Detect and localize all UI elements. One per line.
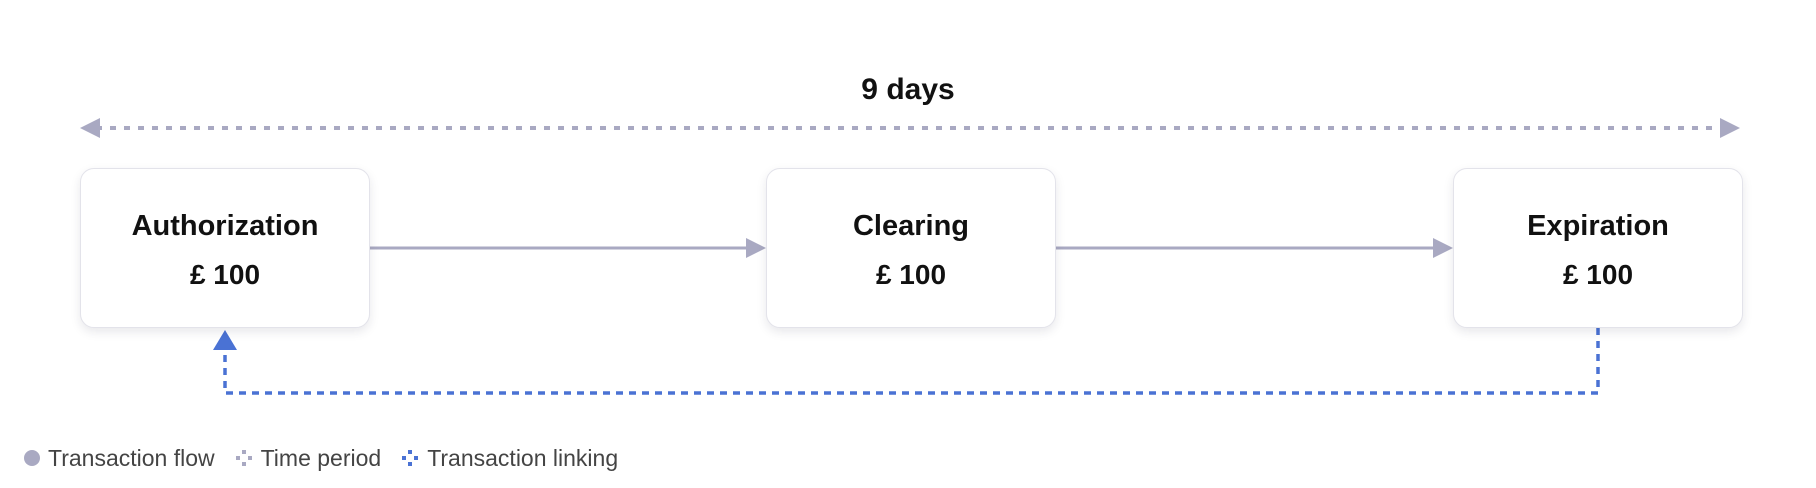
legend: Transaction flow Time period Transaction…: [24, 443, 638, 473]
authorization-title: Authorization: [131, 210, 319, 242]
authorization-node: Authorization £ 100: [80, 168, 370, 328]
dotted-cross-icon: [235, 449, 253, 467]
transaction-linking-arrowhead: [213, 330, 237, 350]
time-period-arrowhead-left: [80, 118, 100, 138]
clearing-amount: £ 100: [875, 259, 947, 290]
legend-item-transaction-linking: Transaction linking: [401, 445, 618, 472]
dotted-cross-blue-icon: [401, 449, 419, 467]
flow-arrow-2-head: [1433, 238, 1453, 258]
flow-arrow-1-head: [746, 238, 766, 258]
legend-label-time-period: Time period: [260, 444, 382, 471]
time-period-arrowhead-right: [1720, 118, 1740, 138]
legend-label-transaction-linking: Transaction linking: [427, 444, 619, 471]
clearing-title: Clearing: [852, 210, 970, 242]
legend-item-transaction-flow: Transaction flow: [24, 445, 215, 472]
legend-label-transaction-flow: Transaction flow: [48, 444, 215, 471]
transaction-linking-path: [223, 328, 1600, 395]
solid-dot-icon: [24, 450, 40, 466]
legend-item-time-period: Time period: [235, 444, 382, 472]
authorization-amount: £ 100: [189, 259, 261, 290]
time-period-label: 9 days: [861, 73, 955, 106]
expiration-amount: £ 100: [1562, 259, 1634, 290]
expiration-title: Expiration: [1527, 210, 1669, 242]
clearing-node: Clearing £ 100: [766, 168, 1056, 328]
expiration-node: Expiration £ 100: [1453, 168, 1743, 328]
